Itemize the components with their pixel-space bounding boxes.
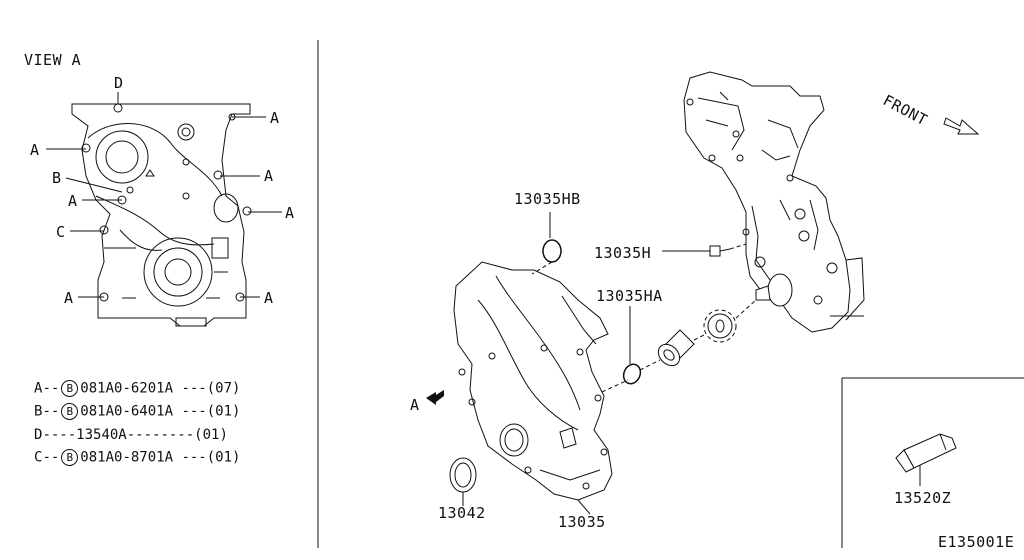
legend-dashes: -------- bbox=[126, 427, 195, 443]
callout-d: D bbox=[114, 74, 124, 92]
part-label-13035h: 13035H bbox=[594, 244, 652, 262]
view-a-cover-drawing bbox=[46, 92, 282, 327]
legend-letter: A bbox=[34, 380, 43, 397]
view-a-title: VIEW A bbox=[24, 51, 82, 69]
view-a-arrow-label: A bbox=[410, 396, 420, 414]
legend-dashes: ---- bbox=[42, 427, 77, 443]
legend-dashes: --- bbox=[181, 380, 207, 397]
view-a-arrow-icon bbox=[426, 390, 444, 405]
legend-dashes: --- bbox=[181, 449, 207, 466]
legend-dashes: --- bbox=[181, 403, 207, 420]
leader-lines bbox=[462, 212, 921, 515]
o-ring-13035hb bbox=[542, 239, 562, 263]
part-label-13035hb: 13035HB bbox=[514, 190, 581, 208]
legend-letter: C bbox=[34, 449, 43, 466]
callout-a-right: A bbox=[285, 204, 295, 222]
collar-drawing bbox=[657, 329, 695, 367]
diagram-code: E135001E bbox=[938, 533, 1015, 551]
engine-block-drawing bbox=[683, 71, 865, 333]
part-label-13042: 13042 bbox=[438, 504, 486, 522]
callout-a-top-right: A bbox=[270, 109, 280, 127]
sealant-tube-drawing bbox=[895, 433, 957, 473]
front-arrow-icon bbox=[943, 117, 980, 135]
callout-a-bottom-left: A bbox=[64, 289, 74, 307]
legend-dashes: -- bbox=[42, 380, 60, 397]
callout-a-mid-right: A bbox=[264, 167, 274, 185]
legend-row-d: D----13540A--------(01) bbox=[34, 427, 228, 443]
callout-c: C bbox=[56, 223, 66, 241]
legend-letter: B bbox=[34, 403, 43, 420]
legend-quantity: (07) bbox=[206, 380, 241, 397]
legend-quantity: (01) bbox=[206, 403, 241, 420]
oil-seal-13042 bbox=[449, 457, 477, 493]
legend-letter: D bbox=[34, 427, 43, 443]
legend-quantity: (01) bbox=[206, 449, 241, 466]
front-cover-drawing bbox=[453, 261, 613, 501]
bolt-circle-icon: B bbox=[61, 449, 79, 466]
callout-b: B bbox=[52, 169, 62, 187]
legend-quantity: (01) bbox=[194, 427, 228, 443]
legend-part-number: 081A0-6401A bbox=[80, 403, 174, 420]
bolt-13035h bbox=[709, 245, 731, 257]
crank-sprocket-drawing bbox=[703, 309, 737, 343]
legend-part-number: 081A0-8701A bbox=[80, 449, 174, 466]
callout-a-left: A bbox=[30, 141, 40, 159]
part-label-13035ha: 13035HA bbox=[596, 287, 663, 305]
callout-a-bottom-right: A bbox=[264, 289, 274, 307]
legend-dashes: -- bbox=[42, 403, 60, 420]
o-ring-13035ha bbox=[622, 363, 642, 385]
legend-part-number: 081A0-6201A bbox=[80, 380, 174, 397]
bolt-circle-icon: B bbox=[61, 380, 79, 397]
part-label-13520z: 13520Z bbox=[894, 489, 952, 507]
callout-a-mid-left: A bbox=[68, 192, 78, 210]
inset-frame bbox=[841, 377, 1024, 548]
part-label-13035: 13035 bbox=[558, 513, 606, 531]
bolt-circle-icon: B bbox=[61, 403, 79, 420]
legend-part-number: 13540A bbox=[76, 427, 127, 443]
legend-dashes: -- bbox=[42, 449, 60, 466]
